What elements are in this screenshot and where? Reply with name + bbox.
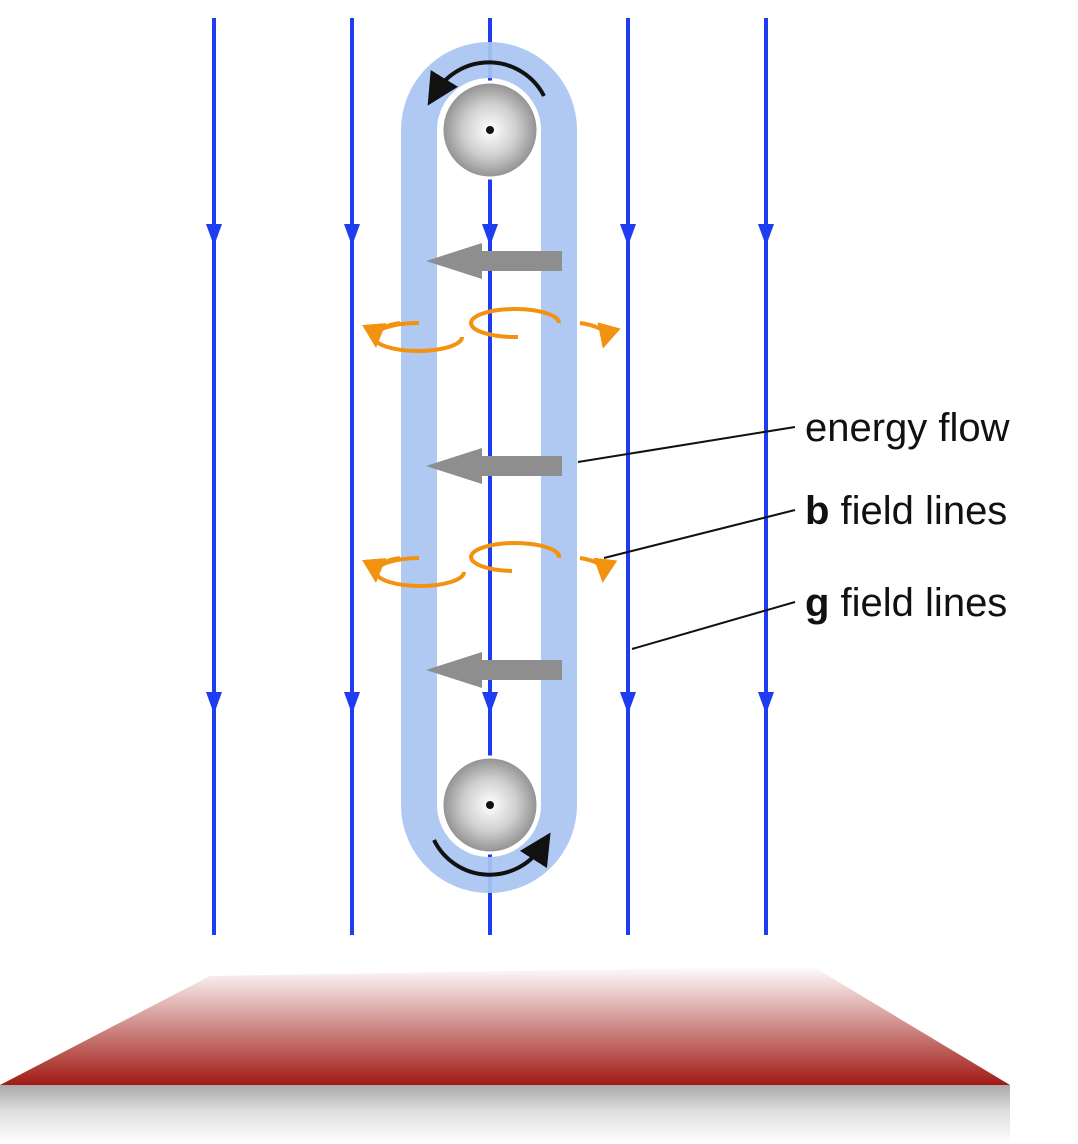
g-field-line [344,18,360,935]
circulation-loop-icon [362,556,466,588]
down-arrow-icon [344,692,360,714]
b-field-leader [603,509,796,559]
energy-flow-leader [577,426,796,463]
down-arrow-icon [758,692,774,714]
b-field-loops [362,307,621,588]
g-field-line [758,18,774,935]
down-arrow-icon [758,224,774,246]
down-arrow-icon [482,692,498,714]
b-field-text: field lines [829,489,1007,533]
ground-top-face [0,966,1010,1085]
g-field-symbol: g [805,581,829,625]
b-field-label: b field lines [805,489,1007,533]
left-arrow-icon [426,652,562,688]
down-arrow-icon [620,224,636,246]
conveyor-belt [401,42,577,893]
circulation-loop-icon [469,541,618,583]
leader-lines [577,426,796,650]
down-arrow-icon [206,224,222,246]
rotation-arrow-icon [432,832,551,877]
g-field-line [206,18,222,935]
rotation-arrow-icon [427,60,546,106]
left-arrow-icon [426,448,562,484]
down-arrow-icon [344,224,360,246]
circulation-loop-icon [362,320,464,353]
g-field-label: g field lines [805,581,1007,625]
g-field-text: field lines [829,581,1007,625]
down-arrow-icon [482,224,498,246]
energy-flow-label: energy flow [805,406,1010,450]
ground-block [0,966,1010,1144]
g-field-leader [631,601,796,650]
b-field-symbol: b [805,489,829,533]
down-arrow-icon [206,692,222,714]
down-arrow-icon [620,692,636,714]
circulation-loop-icon [469,307,621,349]
left-arrow-icon [426,243,562,279]
g-field-line [620,18,636,935]
bottom-pulley [440,755,540,855]
top-pulley [440,80,540,180]
energy-flow-arrows [426,243,562,688]
ground-front-face [0,1085,1010,1144]
